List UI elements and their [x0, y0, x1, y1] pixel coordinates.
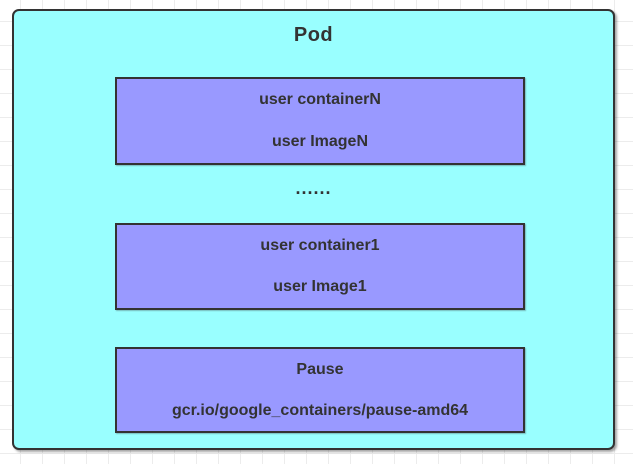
container-n-name: user containerN [259, 91, 381, 108]
container-1-image: user Image1 [273, 278, 367, 296]
pause-container-box: Pause gcr.io/google_containers/pause-amd… [115, 347, 525, 433]
pod-title: Pod [293, 24, 334, 46]
pause-container-image: gcr.io/google_containers/pause-amd64 [171, 401, 469, 419]
pause-container-name: Pause [296, 360, 344, 378]
ellipsis-dots: ...... [295, 178, 332, 198]
container-1-name: user container1 [260, 236, 380, 254]
container-box-1: user container1 user Image1 [115, 223, 525, 310]
container-n-image: user ImageN [271, 133, 369, 150]
pod-box: Pod user containerN user ImageN ...... u… [12, 9, 615, 450]
container-box-n: user containerN user ImageN [115, 77, 525, 165]
